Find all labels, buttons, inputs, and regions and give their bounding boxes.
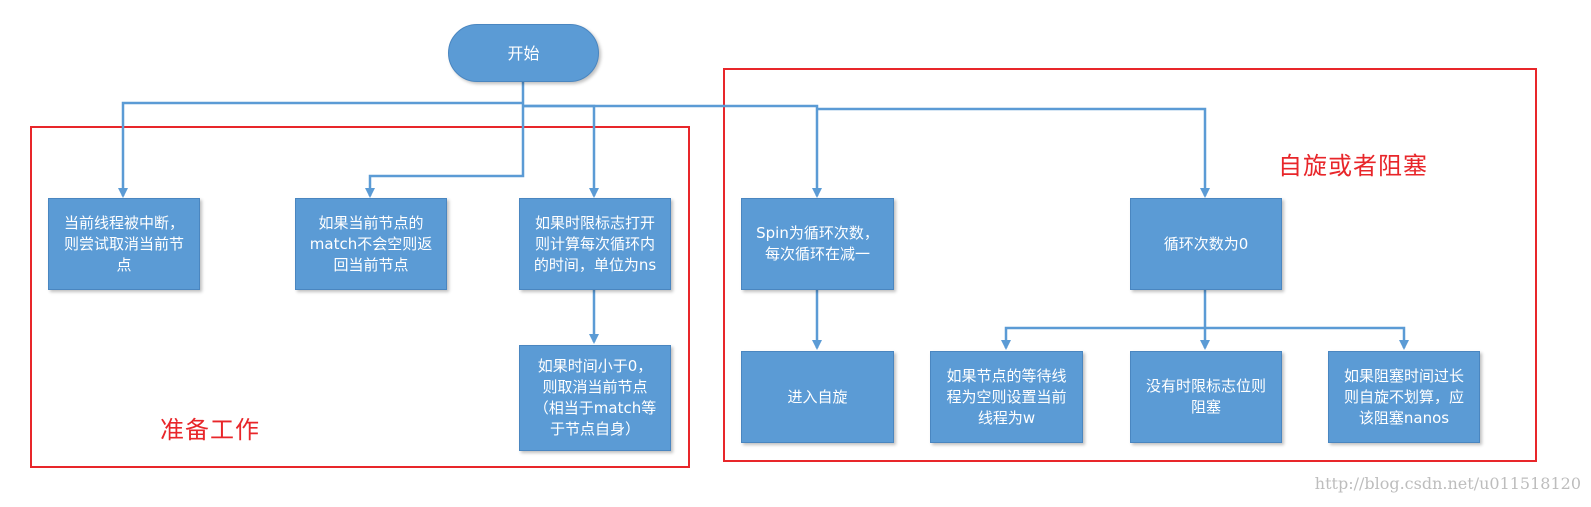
spin-or-block-region [723,68,1537,462]
connector-to-interrupt [118,101,523,198]
spin-node: Spin为循环次数， 每次循环在减一 [741,198,894,290]
connector-to-set-waiter [1001,326,1205,350]
spin-node-label: Spin为循环次数， 每次循环在减一 [756,224,879,263]
time-less-zero-node: 如果时间小于0， 则取消当前节点 （相当于match等 于节点自身） [519,345,671,451]
watermark: http://blog.csdn.net/u011518120 [1314,474,1581,493]
time-limit-node: 如果时限标志打开 则计算每次循环内 的时间，单位为ns [519,198,671,290]
interrupt-node: 当前线程被中断， 则尝试取消当前节 点 [48,198,200,290]
loop-zero-node-label: 循环次数为0 [1163,234,1249,253]
enter-spin-node-label: 进入自旋 [787,387,848,406]
spin-or-block-region-label: 自旋或者阻塞 [1278,152,1428,180]
connector-to-time-limit [523,104,599,198]
loop-zero-node: 循环次数为0 [1130,198,1282,290]
no-time-block-node: 没有时限标志位则 阻塞 [1130,351,1282,443]
enter-spin-node: 进入自旋 [741,351,894,443]
interrupt-node-label: 当前线程被中断， 则尝试取消当前节 点 [63,213,184,274]
connector-to-match [365,106,525,198]
connector-to-spin [523,104,822,198]
set-waiter-node-label: 如果节点的等待线 程为空则设置当前 线程为w [946,366,1067,427]
block-nanos-node: 如果阻塞时间过长 则自旋不划算，应 该阻塞nanos [1328,351,1480,443]
no-time-block-node-label: 没有时限标志位则 阻塞 [1145,377,1266,416]
block-nanos-node-label: 如果阻塞时间过长 则自旋不划算，应 该阻塞nanos [1343,366,1464,427]
match-node-label: 如果当前节点的 match不会空则返 回当前节点 [309,213,433,274]
connector-to-loop-zero [817,107,1210,198]
prepare-region-label: 准备工作 [160,416,260,444]
match-node: 如果当前节点的 match不会空则返 回当前节点 [295,198,447,290]
time-less-zero-node-label: 如果时间小于0， 则取消当前节点 （相当于match等 于节点自身） [533,357,657,438]
time-limit-node-label: 如果时限标志打开 则计算每次循环内 的时间，单位为ns [533,213,657,274]
start-node-label: 开始 [507,43,540,63]
start-node: 开始 [448,24,599,82]
set-waiter-node: 如果节点的等待线 程为空则设置当前 线程为w [930,351,1083,443]
prepare-region [30,126,690,468]
connector-to-block-nanos [1205,326,1409,350]
